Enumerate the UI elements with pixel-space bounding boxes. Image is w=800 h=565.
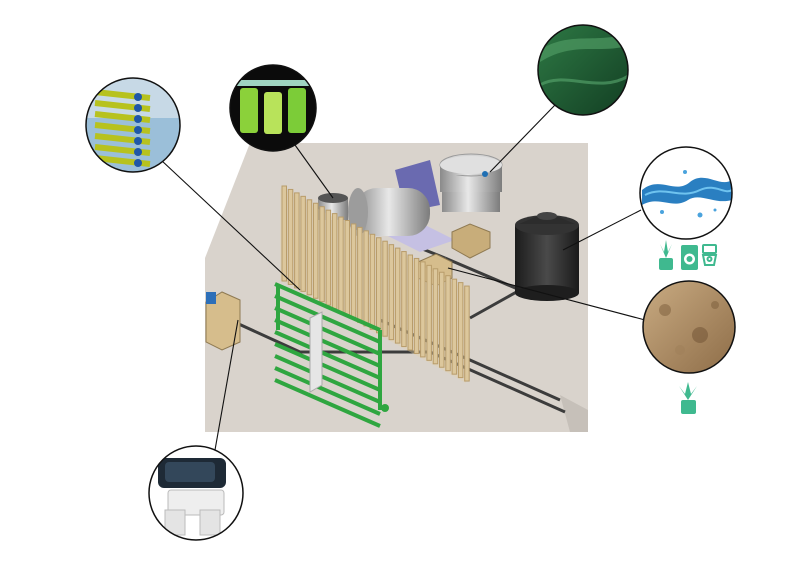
wood-slat xyxy=(300,195,306,292)
wood-slat xyxy=(426,264,432,361)
wood-slat xyxy=(439,271,445,368)
wood-slat xyxy=(338,216,344,313)
tubular-photobioreactor xyxy=(274,282,389,428)
wood-slat xyxy=(401,251,407,348)
wood-slat xyxy=(287,188,294,285)
detail-connector xyxy=(134,104,142,112)
wood-slat xyxy=(445,275,451,372)
clean-water-detail[interactable] xyxy=(639,146,733,240)
bioreactor-tube xyxy=(274,318,381,368)
water-storage-tank xyxy=(515,212,579,301)
toilet-icon xyxy=(701,244,718,266)
culture-vessel xyxy=(318,193,348,220)
detail-connector xyxy=(134,126,142,134)
wood-slat xyxy=(464,285,470,382)
stacked-tanks xyxy=(439,153,503,212)
bioreactor-tube xyxy=(274,354,381,404)
wood-slat xyxy=(388,244,395,341)
wood-slat xyxy=(294,192,300,289)
detail-connector xyxy=(134,93,142,101)
wooden-screen xyxy=(280,185,470,383)
leader-lines xyxy=(160,104,646,451)
wood-slat xyxy=(281,185,287,282)
control-valve-detail[interactable] xyxy=(148,445,244,541)
wood-slat xyxy=(350,223,357,320)
wood-slat xyxy=(394,247,401,344)
water-use-icons xyxy=(659,240,718,270)
algae-biomass-detail[interactable] xyxy=(536,24,630,118)
bioreactor-tube xyxy=(274,366,381,416)
tubular-photobioreactor-detail[interactable] xyxy=(85,77,181,174)
detail-connector xyxy=(134,148,142,156)
plant-icon xyxy=(679,382,697,414)
detail-connector xyxy=(134,159,142,167)
soil-biofertilizer-detail[interactable] xyxy=(642,280,736,374)
bioreactor-manifold xyxy=(276,285,382,410)
bioreactor-tube xyxy=(274,294,381,344)
bioreactor-tube xyxy=(274,282,381,332)
wood-slat xyxy=(407,254,413,351)
algae-culture-flasks-detail[interactable] xyxy=(229,64,317,152)
wood-slat xyxy=(413,257,420,354)
wood-slat xyxy=(306,199,313,296)
wood-slat xyxy=(357,226,363,323)
wood-slat xyxy=(451,278,458,375)
wood-slat xyxy=(344,220,350,316)
wood-slat xyxy=(313,202,319,299)
bioreactor-tube xyxy=(274,306,381,356)
wood-slat xyxy=(420,261,426,358)
control-boxes xyxy=(205,223,491,351)
wood-slat xyxy=(369,233,376,330)
wood-slat xyxy=(457,282,464,379)
wood-slat xyxy=(432,268,439,365)
wood-slat xyxy=(376,237,382,334)
wood-slat xyxy=(382,240,388,337)
bioreactor-tube xyxy=(274,342,381,392)
wood-slat xyxy=(319,206,325,303)
wood-slat xyxy=(363,230,369,327)
detail-connector xyxy=(134,115,142,123)
detail-connector xyxy=(134,137,142,145)
bioreactor-tube xyxy=(274,330,381,380)
wood-slat xyxy=(325,209,332,306)
wood-slat xyxy=(331,213,338,310)
washing-machine-icon xyxy=(681,245,698,270)
plant-icon xyxy=(659,240,673,270)
bioreactor-tube xyxy=(274,378,381,428)
